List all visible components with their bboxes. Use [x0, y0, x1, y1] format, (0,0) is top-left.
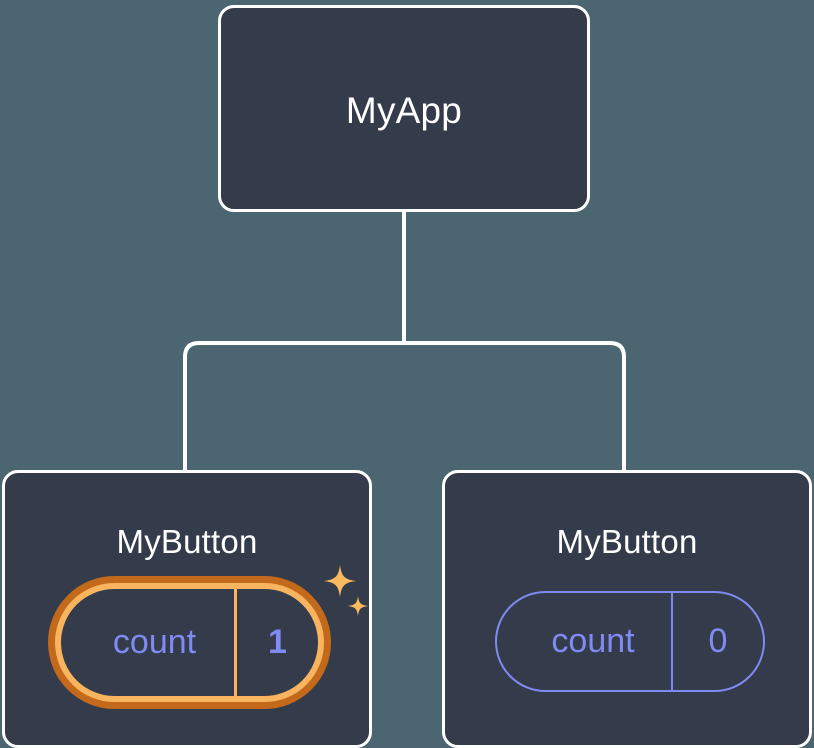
state-key: count	[112, 623, 197, 661]
component-node-myapp[interactable]: MyApp	[218, 5, 590, 212]
component-node-mybutton-right[interactable]: MyButton count 0	[442, 470, 812, 748]
component-title: MyButton	[556, 523, 698, 560]
component-node-mybutton-left[interactable]: MyButton count 1	[2, 470, 372, 748]
state-key: count	[551, 622, 635, 660]
state-pill-highlighted[interactable]: count 1	[48, 576, 331, 709]
state-value: 0	[671, 593, 763, 690]
connector-branch	[183, 341, 626, 470]
component-title: MyApp	[345, 90, 463, 131]
state-pill[interactable]: count 0	[495, 591, 765, 692]
state-pill-body: count 1	[61, 589, 318, 696]
component-title: MyButton	[116, 523, 258, 560]
state-value: 1	[234, 589, 318, 696]
